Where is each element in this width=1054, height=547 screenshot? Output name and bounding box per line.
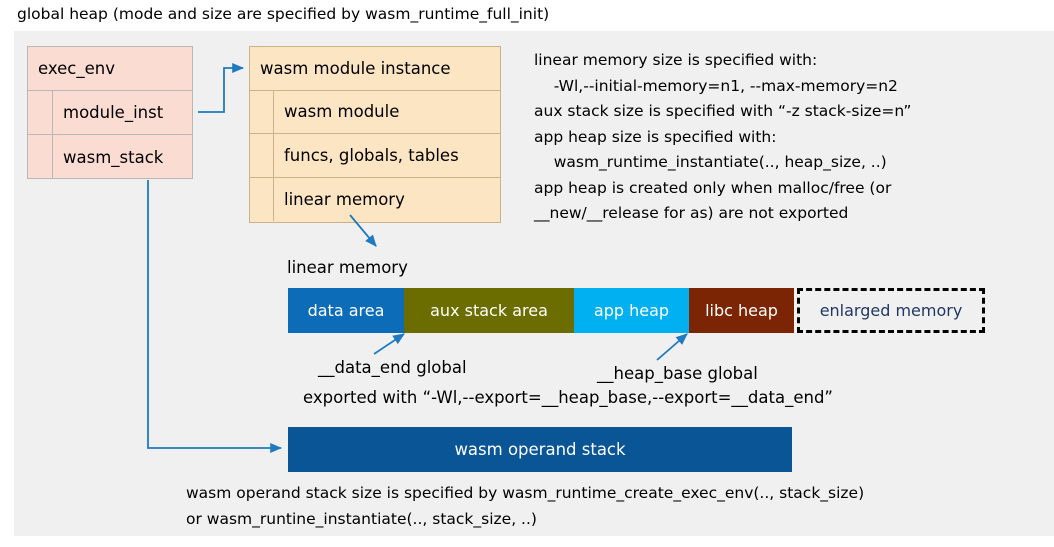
annotation-exported-with: exported with “-Wl,--export=__heap_base,…	[303, 388, 833, 407]
memory-segment-enlarged-memory: enlarged memory	[797, 288, 985, 333]
field-label: wasm_stack	[63, 147, 164, 167]
memory-segment-data-area: data area	[288, 288, 404, 333]
segment-label: enlarged memory	[819, 301, 963, 320]
annotation-heap-base-global: __heap_base global	[597, 364, 758, 383]
exec-env-title: exec_env	[38, 59, 115, 78]
annotation-data-end-global: __data_end global	[318, 358, 467, 377]
segment-label: data area	[307, 301, 385, 320]
exec-env-box: exec_env module_inst wasm_stack	[27, 46, 193, 179]
module-field-linear-memory: linear memory	[250, 177, 500, 221]
module-field-funcs-globals-tables: funcs, globals, tables	[250, 134, 500, 178]
field-label: linear memory	[284, 189, 405, 209]
segment-label: aux stack area	[430, 301, 548, 320]
memory-segment-libc-heap: libc heap	[689, 288, 794, 333]
indent-spacer	[28, 91, 53, 134]
indent-spacer	[250, 134, 274, 177]
memory-segment-aux-stack-area: aux stack area	[404, 288, 574, 333]
segment-label: app heap	[593, 301, 670, 320]
page-title: global heap (mode and size are specified…	[17, 5, 550, 23]
field-label: module_inst	[63, 103, 164, 122]
module-field-wasm-module: wasm module	[250, 90, 500, 134]
linear-memory-bar-label: linear memory	[287, 258, 408, 277]
field-label: wasm module	[284, 102, 400, 122]
exec-env-field-module-inst: module_inst	[28, 91, 192, 135]
operand-stack-notes: wasm operand stack size is specified by …	[186, 484, 865, 528]
indent-spacer	[250, 90, 274, 133]
indent-spacer	[250, 177, 274, 221]
exec-env-title-row: exec_env	[28, 47, 192, 91]
field-label: funcs, globals, tables	[284, 145, 459, 165]
module-instance-title: wasm module instance	[260, 58, 451, 78]
exec-env-field-wasm-stack: wasm_stack	[28, 135, 192, 179]
linear-memory-notes: linear memory size is specified with: -W…	[534, 51, 912, 222]
memory-segment-app-heap: app heap	[574, 288, 689, 333]
segment-label: libc heap	[705, 301, 778, 320]
operand-stack-label: wasm operand stack	[454, 440, 626, 459]
wasm-operand-stack-bar: wasm operand stack	[288, 427, 792, 472]
indent-spacer	[28, 135, 53, 179]
linear-memory-bar: data area aux stack area app heap libc h…	[288, 288, 985, 333]
module-instance-title-row: wasm module instance	[250, 47, 500, 91]
wasm-module-instance-box: wasm module instance wasm module funcs, …	[249, 46, 501, 223]
